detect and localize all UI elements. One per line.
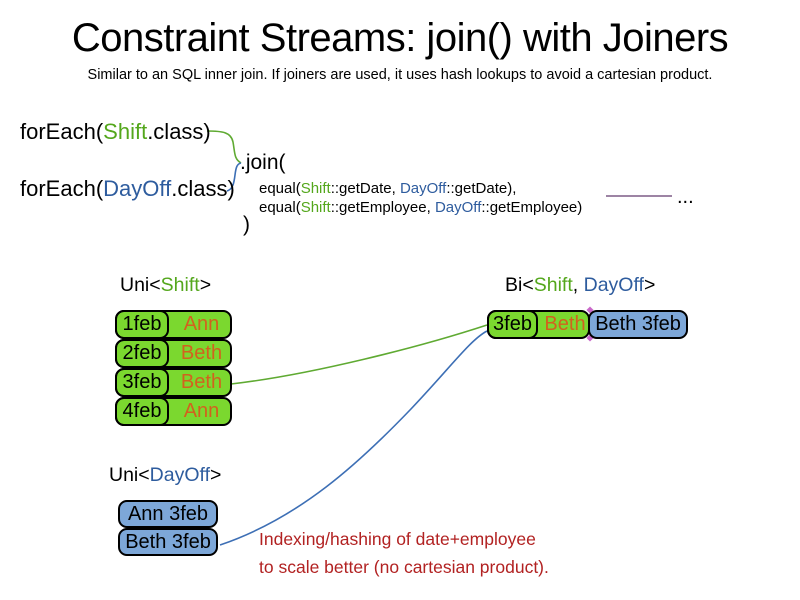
uni-shift-label: Uni<Shift> [120,274,211,297]
employee-cell: Ann [183,313,220,335]
note-line-2: to scale better (no cartesian product). [259,557,549,577]
code-text: .class) [171,176,235,201]
label-text: > [199,274,212,296]
shift-token: Shift [533,274,573,296]
employee-cell: Beth [544,313,586,335]
shift-token: Shift [160,274,200,296]
table-row: Ann 3feb [118,500,218,528]
shift-token: Shift [300,199,331,216]
code-foreach-shift: forEach(Shift.class) [20,119,211,145]
note-text: Indexing/hashing of date+employee to sca… [259,525,549,581]
dayoff-token: DayOff [149,464,210,486]
code-foreach-dayoff: forEach(DayOff.class) [20,176,235,202]
code-text: .class) [147,119,211,144]
code-equal-date: equal(Shift::getDate, DayOff::getDate), [259,180,516,197]
join-curve-green [230,324,488,385]
uni-dayoff-label: Uni<DayOff> [109,464,221,487]
table-row: 4feb Ann [115,397,232,426]
code-equal-employee: equal(Shift::getEmployee, DayOff::getEmp… [259,199,582,216]
employee-cell: Beth [180,371,223,393]
table-row: 2feb Beth [115,339,232,368]
code-text: ::getDate, [330,180,400,197]
label-text: Uni< [120,274,161,296]
page-title: Constraint Streams: join() with Joiners [71,16,729,60]
table-row: Beth 3feb [118,528,218,556]
label-text: > [209,464,222,486]
label-text: , [572,274,584,296]
label-text: Uni< [109,464,150,486]
code-join-open: .join( [240,151,286,174]
date-cell: 3feb [487,310,538,339]
bi-label: Bi<Shift, DayOff> [505,274,655,297]
code-text: ::getEmployee, [330,199,435,216]
label-text: Bi< [505,274,534,296]
brace-connector-green [206,130,242,164]
bi-row-shift-part: 3feb Beth [487,310,590,339]
note-line-1: Indexing/hashing of date+employee [259,529,536,549]
shift-class-token: Shift [103,119,148,144]
page-subtitle: Similar to an SQL inner join. If joiners… [87,67,713,83]
code-text: forEach( [20,176,104,201]
shift-token: Shift [300,180,331,197]
dayoff-token: DayOff [583,274,644,296]
code-text: equal( [259,199,301,216]
code-text: equal( [259,180,301,197]
dayoff-token: DayOff [434,199,482,216]
code-text: forEach( [20,119,104,144]
table-row: 1feb Ann [115,310,232,339]
label-text: > [643,274,656,296]
code-text: ::getEmployee) [481,199,583,216]
dayoff-class-token: DayOff [103,176,172,201]
date-cell: 3feb [115,368,169,397]
code-text: ::getDate), [446,180,517,197]
code-join-close: ) [243,213,250,236]
employee-cell: Ann [183,400,220,422]
date-cell: 2feb [115,339,169,368]
date-cell: 1feb [115,310,169,339]
code-ellipsis: ... [677,186,694,208]
join-curve-blue [219,330,488,546]
date-cell: 4feb [115,397,169,426]
table-row: 3feb Beth [115,368,232,397]
employee-cell: Beth [180,342,223,364]
bi-row-dayoff-part: Beth 3feb [588,310,688,339]
dayoff-token: DayOff [399,180,447,197]
